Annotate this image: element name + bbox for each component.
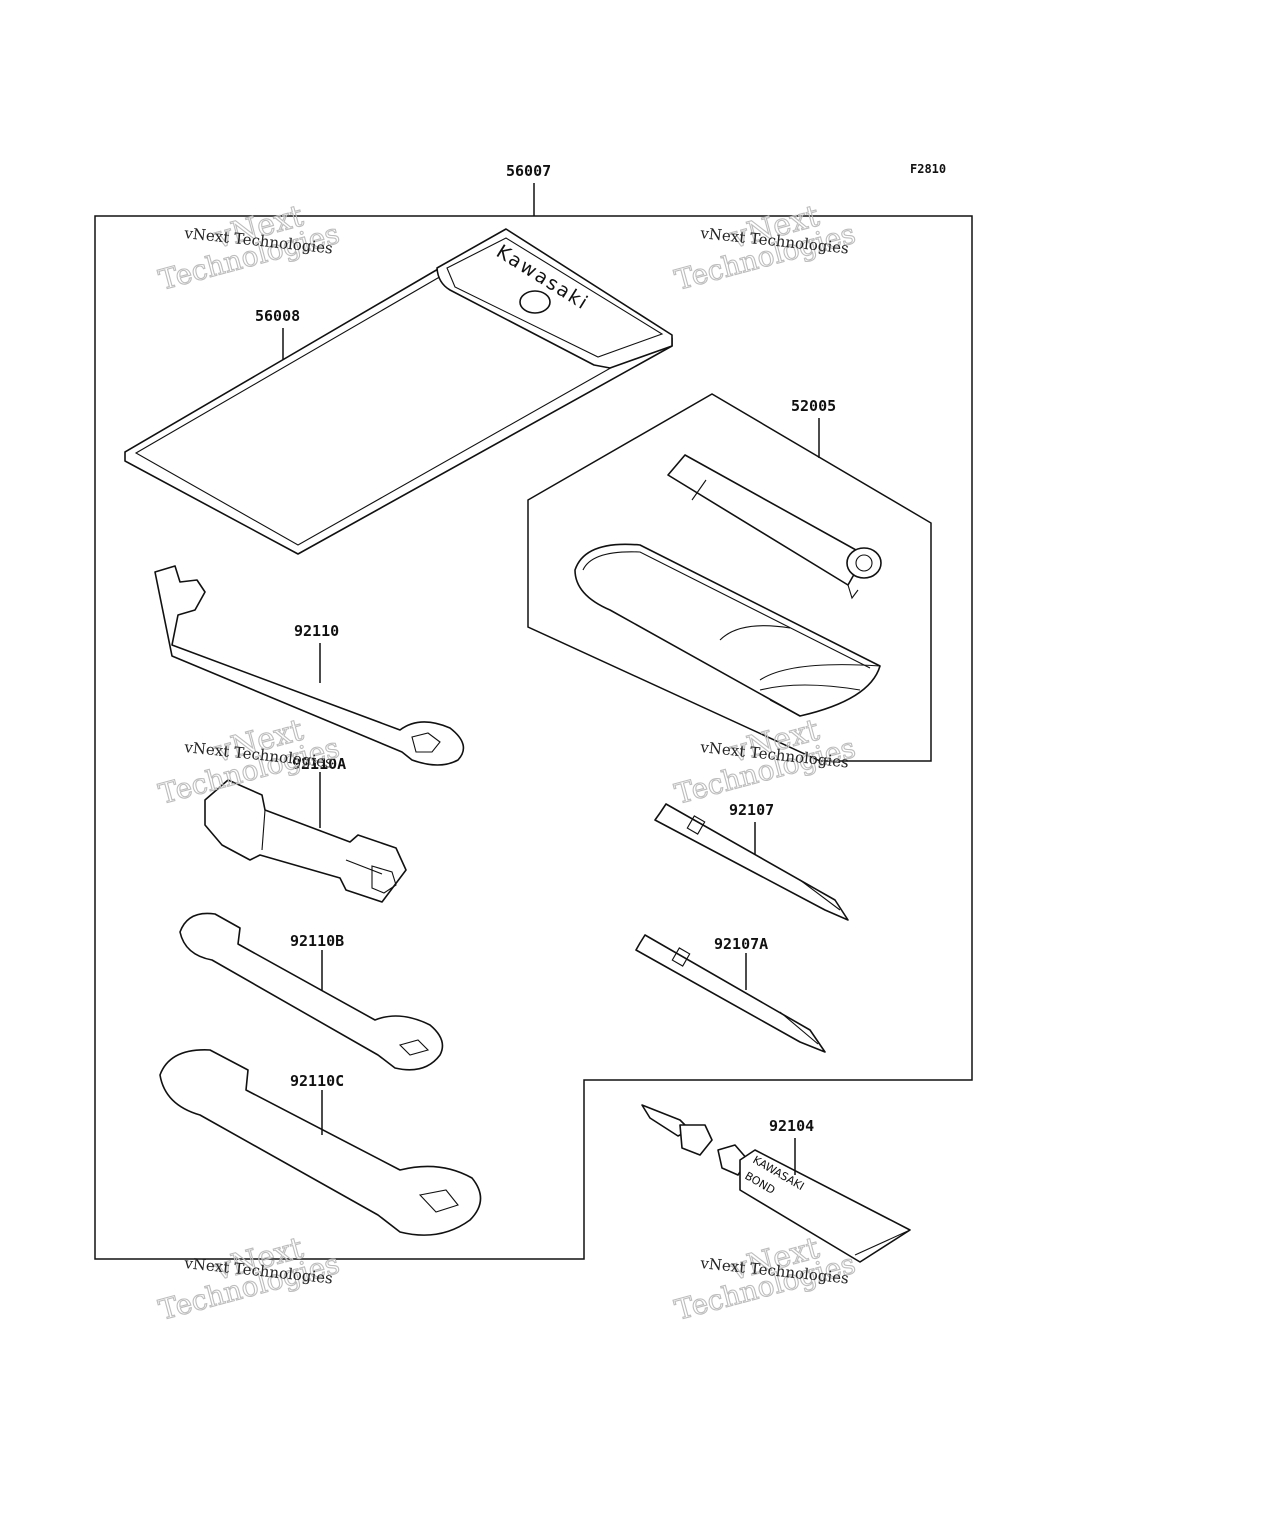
wrench-92110B-drawing	[179, 912, 444, 1071]
screwdriver-92107A-drawing	[635, 934, 826, 1053]
part-label-92107A: 92107A	[714, 935, 768, 953]
watermark-top-right: vNext Technologies vNext Technologies	[671, 198, 860, 297]
part-label-56008: 56008	[255, 307, 300, 325]
watermark-mid-right: vNext Technologies vNext Technologies	[671, 712, 860, 811]
bond-tube-92104-drawing: KAWASAKI BOND	[641, 1104, 911, 1263]
part-label-92110C: 92110C	[290, 1072, 344, 1090]
wrench-92110C-drawing	[159, 1049, 482, 1236]
part-label-92110A: 92110A	[292, 755, 346, 773]
plug-wrench-92110A-drawing	[204, 779, 407, 903]
part-label-56007: 56007	[506, 162, 551, 180]
figure-id: F2810	[910, 162, 946, 176]
watermark-bottom-left: vNext Technologies vNext Technologies	[155, 1230, 344, 1327]
spanner-92110-drawing	[154, 565, 465, 766]
tool-bag-drawing	[574, 543, 881, 717]
screwdriver-92107-drawing	[654, 803, 849, 921]
watermark-top-left: vNext Technologies vNext Technologies	[155, 198, 344, 297]
tool-pouch-drawing: Kawasaki	[124, 228, 673, 555]
tool-kit-boundary	[94, 215, 973, 1260]
part-label-92107: 92107	[729, 801, 774, 819]
part-label-92110B: 92110B	[290, 932, 344, 950]
part-label-52005: 52005	[791, 397, 836, 415]
subassembly-boundary-52005	[527, 393, 932, 762]
watermark-bottom-right: vNext Technologies vNext Technologies	[671, 1230, 860, 1327]
part-label-92104: 92104	[769, 1117, 814, 1135]
part-label-92110: 92110	[294, 622, 339, 640]
socket-tool-drawing	[667, 454, 882, 600]
